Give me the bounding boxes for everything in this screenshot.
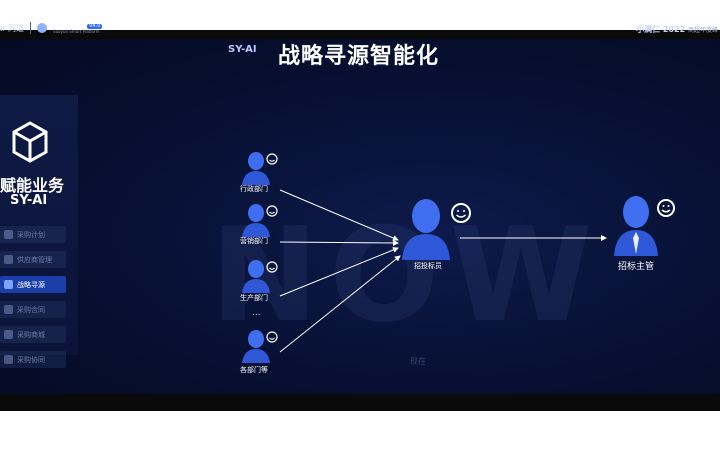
person-icon-bidding-supervisor <box>614 196 675 256</box>
cube-logo-icon <box>12 121 48 163</box>
page-title: 战略寻源智能化 <box>278 44 440 69</box>
brand-left-text: ır 同道 <box>0 23 25 33</box>
contract-icon <box>4 305 13 314</box>
sidebar-menu: 采购计划 供应商管理 战略寻源 采购合同 采购商城 采购协同 <box>0 226 66 376</box>
sidebar-item-label: 战略寻源 <box>17 280 45 289</box>
sidebar-item-label: 供应商管理 <box>17 255 52 264</box>
version-badge: V4.0 <box>87 22 103 29</box>
sidebar-item-supplier[interactable]: 供应商管理 <box>0 251 66 268</box>
watermark-text: NOW <box>210 199 603 351</box>
sidebar-item-collab[interactable]: 采购协同 <box>0 351 66 368</box>
person-icon-marketing <box>242 204 278 237</box>
sidebar-item-sourcing[interactable]: 战略寻源 <box>0 276 66 293</box>
department-label-production: 生产部门 <box>240 294 268 302</box>
sidebar-subtitle: SY-AI <box>10 193 48 208</box>
mall-icon <box>4 330 13 339</box>
now-label: 现在 <box>410 357 426 366</box>
sidebar-item-label: 采购合同 <box>17 305 45 314</box>
ellipsis-text: ... <box>252 308 261 318</box>
brand-sub: Suoyun Smart Platform <box>53 29 100 34</box>
plan-icon <box>4 230 13 239</box>
sidebar-item-mall[interactable]: 采购商城 <box>0 326 66 343</box>
center-role-label: 招投标员 <box>414 262 442 270</box>
top-band <box>0 30 720 39</box>
section-tag: SY-AI <box>228 44 257 55</box>
person-icon-admin <box>242 152 278 185</box>
search-icon <box>4 280 13 289</box>
person-icon-production <box>242 260 278 293</box>
brand-name: 采购大脑 <box>53 21 86 30</box>
brain-logo-icon <box>37 23 48 33</box>
department-label-others: 各部门等 <box>240 366 268 374</box>
gear-icon <box>4 255 13 264</box>
sidebar-item-label: 采购协同 <box>17 355 45 364</box>
person-icon-others <box>242 330 278 363</box>
event-title: 小满仁 2022 商超年度峰 <box>636 24 718 35</box>
department-label-marketing: 营销部门 <box>240 237 268 245</box>
department-label-admin: 行政部门 <box>240 185 268 193</box>
sidebar-title: 赋能业务 <box>0 176 65 195</box>
collab-icon <box>4 355 13 364</box>
sidebar-item-contract[interactable]: 采购合同 <box>0 301 66 318</box>
sidebar-item-plan[interactable]: 采购计划 <box>0 226 66 243</box>
supervisor-role-label: 招标主管 <box>618 262 655 272</box>
person-icon-bidding-officer <box>402 199 471 260</box>
divider <box>30 22 32 34</box>
bottom-band <box>0 394 720 411</box>
event-sub: 商超年度峰 <box>687 27 718 34</box>
event-main: 小满仁 2022 <box>636 25 686 34</box>
sidebar-item-label: 采购商城 <box>17 330 45 339</box>
brand-header: ır 同道 采购大脑 V4.0 Suoyun Smart Platform <box>0 21 103 34</box>
sidebar-item-label: 采购计划 <box>17 230 45 239</box>
